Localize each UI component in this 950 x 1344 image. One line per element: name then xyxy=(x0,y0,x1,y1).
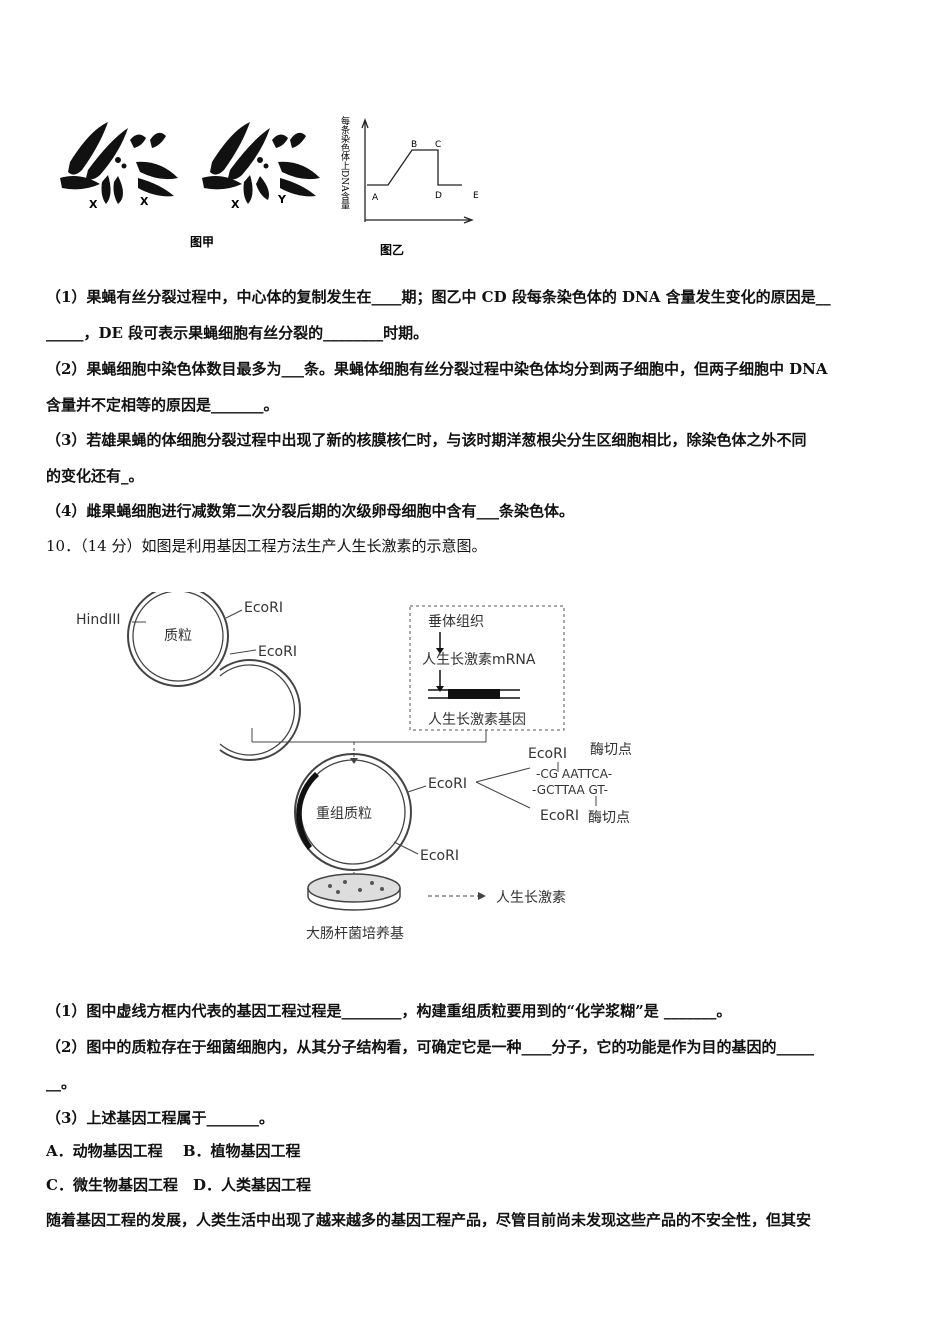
box-gene-label: 人生长激素基因 xyxy=(428,711,526,728)
box-mrna-label: 人生长激素mRNA xyxy=(422,651,536,668)
chrom-label-x1: X xyxy=(89,198,98,211)
cut-site-label-bottom: 酶切点 xyxy=(588,810,630,826)
dna-content-graph xyxy=(361,118,474,224)
caption-jia: 图甲 xyxy=(190,235,214,249)
graph-point-e: E xyxy=(473,191,479,201)
ecori-label-recombinant-top: EcoRI xyxy=(428,776,467,792)
chrom-label-x2: X xyxy=(140,195,149,208)
q10-options-ab: A．动物基因工程 B．植物基因工程 xyxy=(46,1142,301,1160)
q10-2-line1: （2）图中的质粒存在于细菌细胞内，从其分子结构看，可确定它是一种____分子，它… xyxy=(46,1038,814,1056)
graph-point-a: A xyxy=(372,193,379,203)
q9-4: （4）雌果蝇细胞进行减数第二次分裂后期的次级卵母细胞中含有___条染色体。 xyxy=(46,502,574,520)
last-paragraph: 随着基因工程的发展，人类生活中出现了越来越多的基因工程产品，尽管目前尚未发现这些… xyxy=(46,1211,812,1229)
graph-point-b: B xyxy=(411,140,417,150)
q9-1-line1: （1）果蝇有丝分裂过程中，中心体的复制发生在____期；图乙中 CD 段每条染色… xyxy=(46,288,831,306)
karyotype-male xyxy=(202,122,320,204)
ecori-label-recombinant-bottom: EcoRI xyxy=(420,848,459,864)
hindiii-label: HindIII xyxy=(76,612,121,628)
graph-point-d: D xyxy=(435,191,442,201)
q10-2-line2: __。 xyxy=(46,1074,77,1092)
opened-plasmid xyxy=(219,659,301,761)
ecori-label-cut-bottom: EcoRI xyxy=(540,808,579,824)
q10-3: （3）上述基因工程属于_______。 xyxy=(46,1109,274,1127)
chrom-label-y: Y xyxy=(277,193,287,206)
plasmid-circle xyxy=(127,592,229,687)
q10-1: （1）图中虚线方框内代表的基因工程过程是________，构建重组质粒要用到的“… xyxy=(46,1002,732,1020)
seq-top: -CG AATTCA- xyxy=(536,767,612,781)
ecori-label-cut-top: EcoRI xyxy=(528,746,567,762)
q9-3-line1: （3）若雄果蝇的体细胞分裂过程中出现了新的核膜核仁时，与该时期洋葱根尖分生区细胞… xyxy=(46,431,807,449)
ecori-label-plasmid-bottom: EcoRI xyxy=(258,644,297,660)
cut-site-label-top: 酶切点 xyxy=(590,742,632,758)
q9-3-line2: 的变化还有_。 xyxy=(46,467,144,485)
q9-2-line1: （2）果蝇细胞中染色体数目最多为___条。果蝇体细胞有丝分裂过程中染色体均分到两… xyxy=(46,360,828,378)
graph-point-c: C xyxy=(435,140,441,150)
q10-title: 10．（14 分）如图是利用基因工程方法生产人生长激素的示意图。 xyxy=(46,537,487,555)
figure-gene-engineering: 质粒 HindIII EcoRI EcoRI 垂体组织 人生长激素mRNA 人生… xyxy=(76,592,632,942)
karyotype-female xyxy=(60,122,178,204)
chrom-label-x3: X xyxy=(231,198,240,211)
figure-chromosomes-graph: X X X Y 图甲 每条染色体上DNA含量 A B C D E 图乙 xyxy=(60,115,479,257)
caption-yi: 图乙 xyxy=(380,243,404,257)
q10-options-cd: C．微生物基因工程 D．人类基因工程 xyxy=(46,1176,311,1194)
ecori-label-plasmid-top: EcoRI xyxy=(244,600,283,616)
box-tissue-label: 垂体组织 xyxy=(428,614,484,630)
recombinant-plasmid xyxy=(294,753,412,871)
graph-ylabel: 每条染色体上DNA含量 xyxy=(339,115,350,210)
product-label: 人生长激素 xyxy=(496,889,566,906)
petri-dish xyxy=(307,873,401,903)
seq-bottom: -GCTTAA GT- xyxy=(532,783,608,797)
q9-1-line2: _____，DE 段可表示果蝇细胞有丝分裂的________时期。 xyxy=(46,324,429,342)
recombinant-label: 重组质粒 xyxy=(316,806,372,822)
dashed-box xyxy=(409,605,565,731)
q9-2-line2: 含量并不定相等的原因是_______。 xyxy=(46,396,279,414)
plasmid-label: 质粒 xyxy=(164,628,192,644)
medium-label: 大肠杆菌培养基 xyxy=(306,925,404,942)
